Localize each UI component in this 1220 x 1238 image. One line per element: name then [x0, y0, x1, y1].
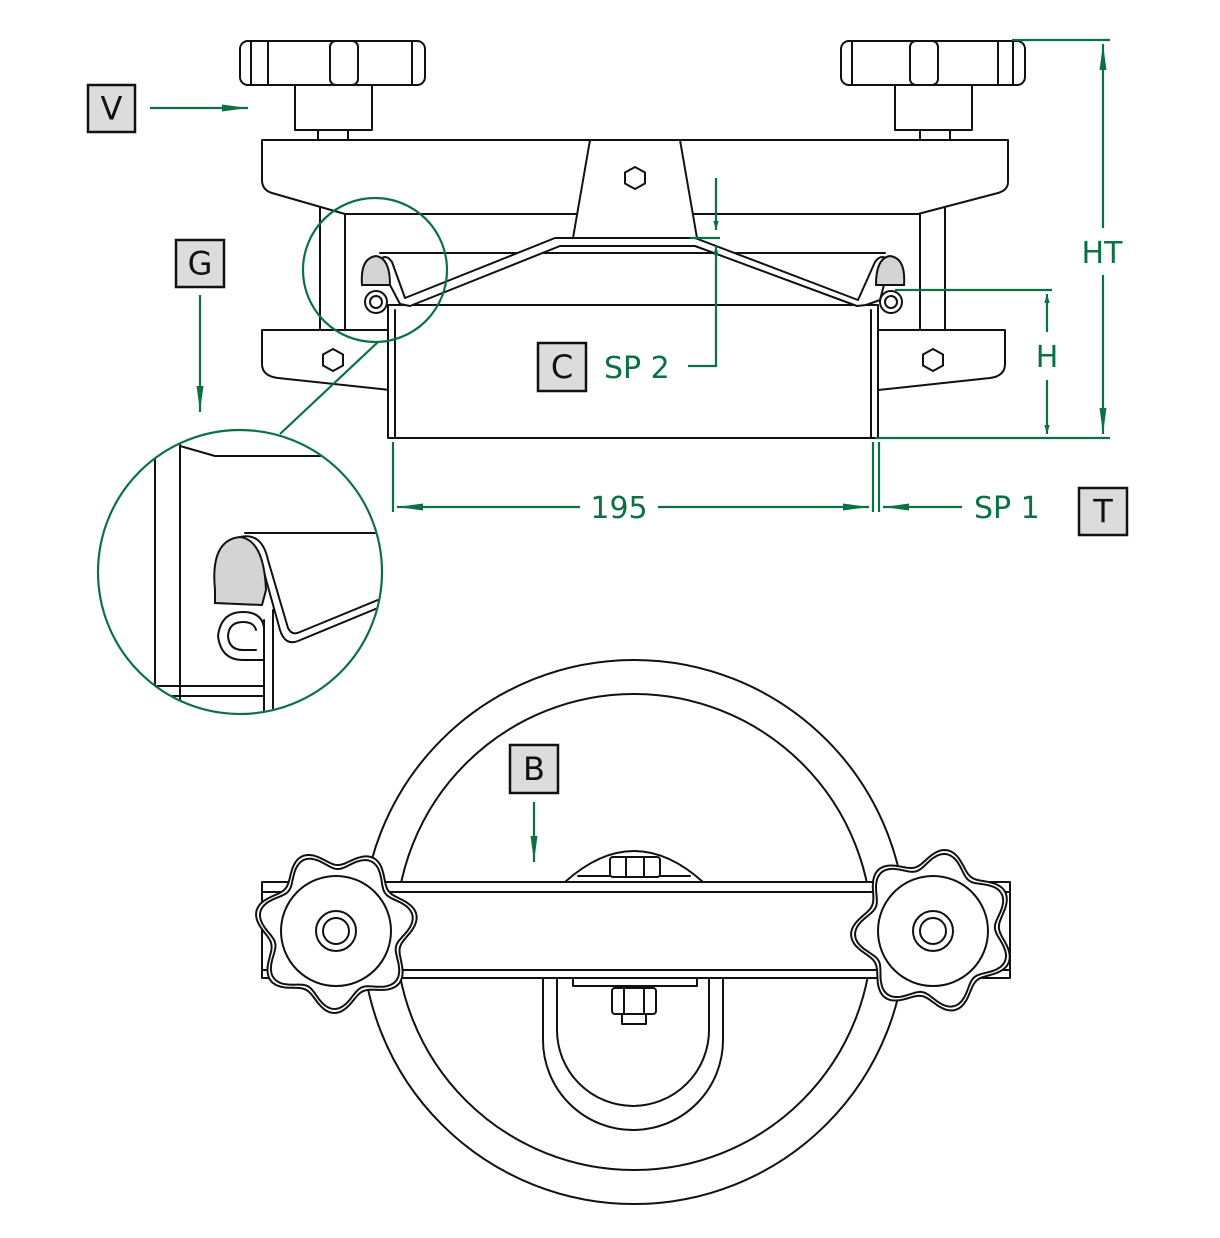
gasket	[360, 254, 392, 286]
svg-text:T: T	[1092, 493, 1113, 531]
dim-sp1: SP 1	[974, 491, 1040, 526]
dim-h: H	[1036, 340, 1059, 375]
svg-text:B: B	[523, 750, 545, 788]
dim-width: 195	[590, 491, 647, 526]
star-knob	[255, 854, 418, 1014]
vessel-body	[387, 304, 879, 439]
svg-text:V: V	[101, 90, 123, 128]
label-c: C	[536, 341, 588, 393]
hex-bolt	[922, 348, 944, 372]
right-bracket	[877, 329, 1006, 391]
lid	[377, 237, 891, 307]
left-knob	[239, 40, 426, 141]
hex-bolt	[322, 348, 344, 372]
gasket	[874, 254, 906, 286]
dim-ht: HT	[1082, 236, 1124, 271]
plan-view	[255, 659, 1011, 1205]
detail-callout	[96, 196, 449, 716]
label-b: B	[508, 743, 560, 795]
right-knob	[840, 40, 1026, 141]
svg-text:G: G	[188, 245, 213, 283]
label-v: V	[86, 83, 137, 134]
label-g: G	[174, 238, 226, 289]
dimensions: SP 2 HT H 195 SP 1	[150, 38, 1124, 862]
side-view	[239, 40, 1026, 439]
label-t: T	[1077, 486, 1129, 537]
left-bracket	[261, 329, 391, 391]
hex-bolt	[624, 166, 646, 190]
star-knob	[850, 849, 1011, 1012]
dim-sp2: SP 2	[604, 351, 670, 386]
svg-text:C: C	[551, 348, 573, 386]
